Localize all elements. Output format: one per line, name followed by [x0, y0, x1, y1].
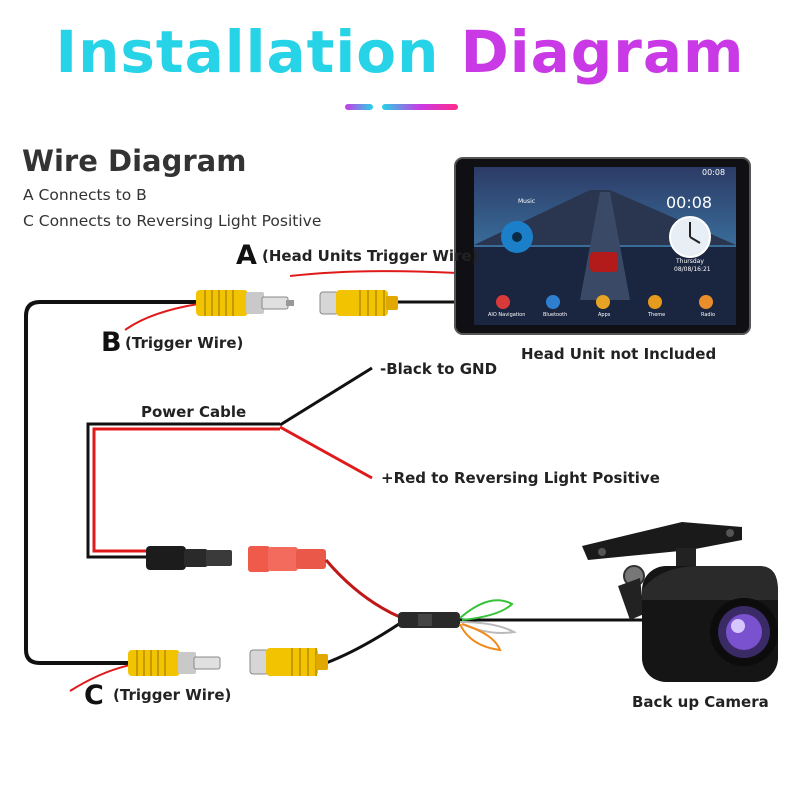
title-part2: Diagram	[460, 18, 745, 86]
screen-clock: 00:08	[666, 193, 713, 212]
wire-diagram-heading: Wire Diagram	[22, 144, 247, 178]
b-red-wire	[124, 303, 199, 331]
power-red-wire	[279, 425, 373, 480]
dc-plug-male	[146, 546, 232, 570]
rca-connector-a	[319, 290, 398, 316]
note-a-to-b: A Connects to B	[23, 186, 147, 204]
screen-app-theme: Theme	[648, 312, 666, 318]
screen-status-time: 00:08	[702, 168, 726, 177]
power-main-wire-red	[92, 427, 280, 553]
note-c-to-reverse: C Connects to Reversing Light Positive	[23, 212, 322, 230]
label-red-reverse: +Red to Reversing Light Positive	[381, 469, 660, 487]
orange-loop	[459, 623, 502, 652]
power-main-wire-black	[86, 422, 280, 559]
label-a-letter: A	[236, 240, 257, 271]
white-loop	[459, 621, 518, 634]
title-underline-right	[382, 104, 458, 110]
head-unit	[454, 157, 751, 335]
screen-app-apps: Apps	[598, 312, 611, 318]
label-c-letter: C	[84, 680, 104, 711]
label-b-letter: B	[101, 327, 122, 358]
trigger-loop-wire	[24, 300, 198, 665]
rca-connector-camera	[249, 648, 328, 676]
backup-camera	[582, 522, 778, 682]
label-c-text: (Trigger Wire)	[113, 686, 232, 704]
a-red-wire	[289, 270, 459, 277]
camera-red-wire	[324, 559, 403, 620]
rca-connector-c	[128, 650, 221, 676]
green-loop	[459, 599, 514, 621]
label-power-cable: Power Cable	[141, 403, 247, 421]
screen-date: 08/08/16:21	[674, 266, 711, 273]
camera-black-wire	[325, 620, 403, 665]
c-red-wire	[69, 664, 131, 692]
title-underline-left	[345, 104, 373, 110]
label-camera: Back up Camera	[632, 693, 769, 711]
label-black-gnd: -Black to GND	[380, 360, 498, 378]
page-title: Installation Diagram	[0, 18, 800, 86]
dc-jack-female	[248, 546, 326, 572]
label-b-text: (Trigger Wire)	[125, 334, 244, 352]
power-black-wire	[279, 366, 373, 427]
label-a-text: (Head Units Trigger Wire)	[262, 247, 479, 265]
screen-music-label: Music	[518, 198, 536, 205]
title-part1: Installation	[55, 18, 440, 86]
screen-app-bluetooth: Bluetooth	[543, 312, 568, 318]
screen-app-nav: AIO Navigation	[488, 312, 526, 318]
screen-date-day: Thursday	[676, 258, 704, 265]
rca-connector-b	[196, 290, 294, 316]
screen-app-radio: Radio	[701, 312, 716, 318]
label-head-unit: Head Unit not Included	[521, 345, 717, 363]
